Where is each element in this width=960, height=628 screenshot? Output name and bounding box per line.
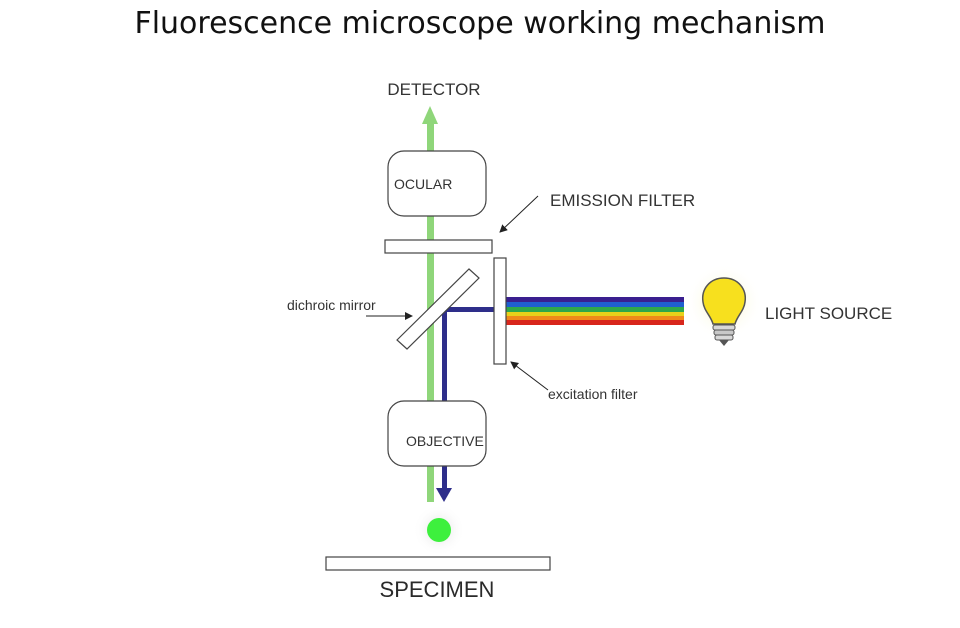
detector-arrowhead	[422, 106, 438, 124]
objective-label: OBJECTIVE	[406, 433, 484, 449]
page-title: Fluorescence microscope working mechanis…	[134, 6, 826, 41]
excitation-filter-label: excitation filter	[548, 386, 638, 402]
fluorescence-spot	[427, 518, 451, 542]
excitation-beam	[436, 307, 494, 502]
ocular-lens	[387, 150, 487, 217]
objective-lens	[387, 400, 487, 467]
excitation-filter	[493, 257, 507, 365]
detector-label: DETECTOR	[387, 80, 480, 99]
specimen-label: SPECIMEN	[380, 577, 495, 602]
emission-filter-label: EMISSION FILTER	[550, 191, 695, 210]
emission-filter	[384, 239, 493, 254]
light-source-label: LIGHT SOURCE	[765, 304, 892, 323]
ocular-label: OCULAR	[394, 176, 452, 192]
emission-filter-pointer	[499, 195, 539, 233]
spectrum-beam	[506, 297, 684, 325]
specimen-arrowhead	[436, 488, 452, 502]
specimen-slide	[325, 556, 551, 571]
light-bulb-icon	[686, 264, 762, 346]
dichroic-mirror-label: dichroic mirror	[287, 297, 376, 313]
excitation-filter-pointer	[510, 361, 549, 391]
dichroic-mirror	[396, 268, 480, 350]
